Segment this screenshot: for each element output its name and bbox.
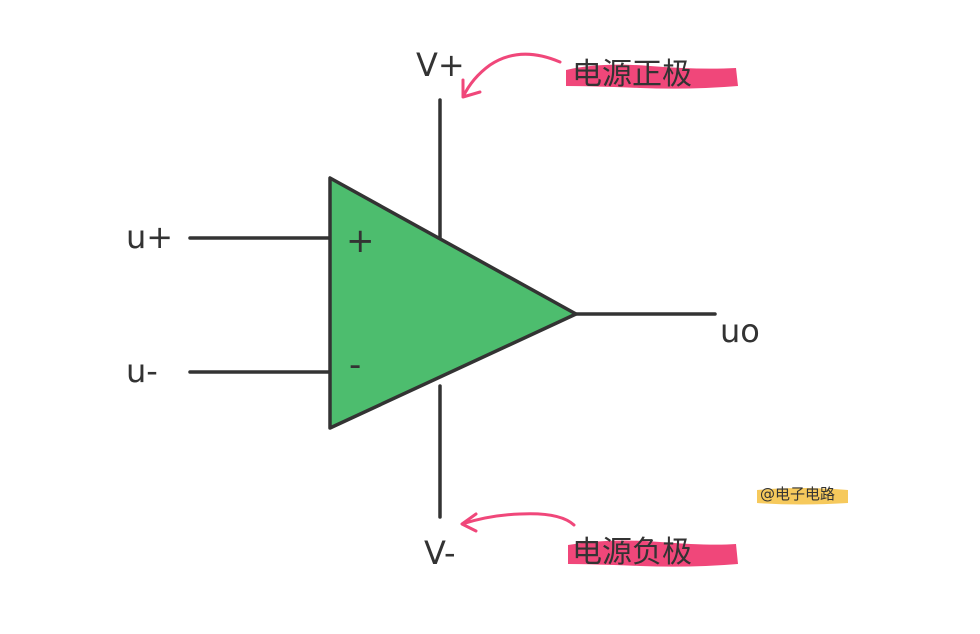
negative-highlight	[568, 540, 738, 567]
negative-supply-label: 电源负极	[572, 535, 692, 570]
u-plus-label: u+	[126, 218, 173, 256]
positive-arrow-icon	[461, 52, 562, 99]
u-minus-label: u-	[126, 352, 158, 390]
positive-supply-label: 电源正极	[572, 57, 692, 92]
v-plus-label: V+	[416, 46, 465, 84]
u-out-label: uo	[720, 312, 760, 350]
op-amp-triangle	[328, 176, 578, 430]
minus-sign: -	[349, 345, 361, 385]
plus-sign: +	[346, 221, 375, 261]
v-minus-label: V-	[424, 534, 456, 572]
watermark-highlight	[757, 488, 848, 505]
negative-arrow-icon	[460, 512, 576, 533]
watermark: @电子电路	[760, 485, 835, 503]
positive-highlight	[566, 64, 738, 89]
